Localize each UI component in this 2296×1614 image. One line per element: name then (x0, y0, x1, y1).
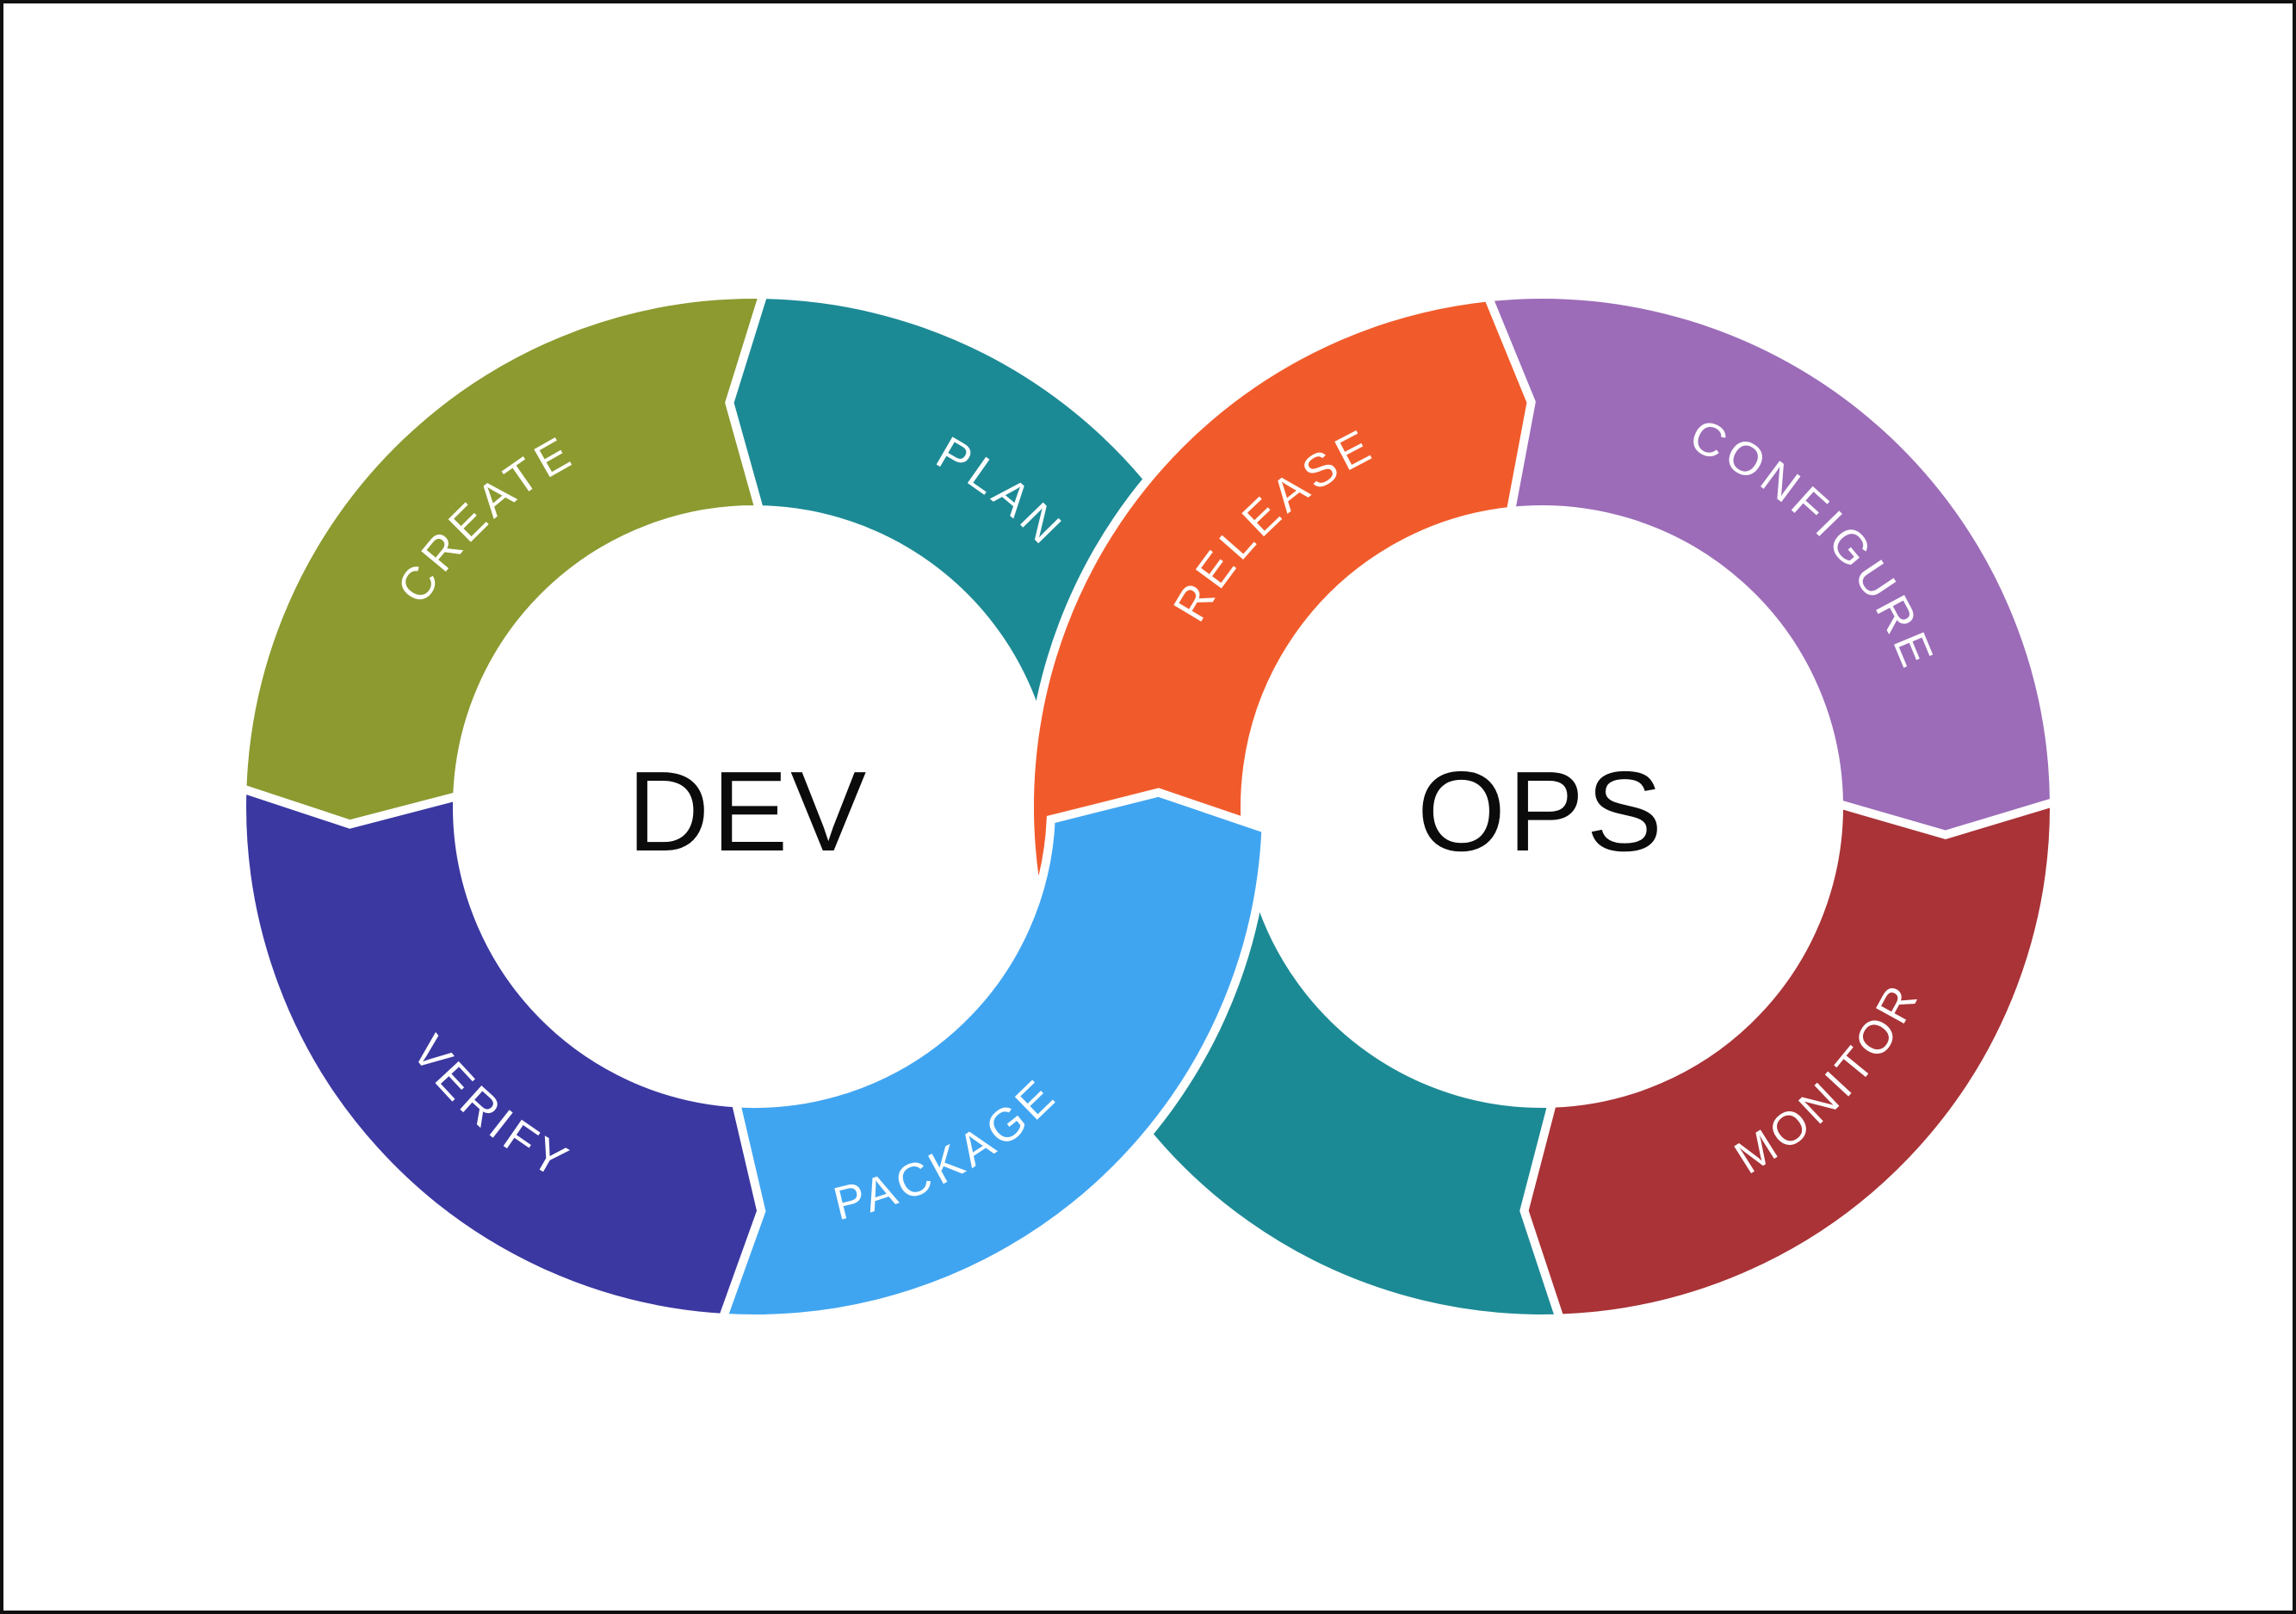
segment-package (716, 788, 1271, 1323)
ring-segments (238, 290, 2059, 1323)
ops-hub-label: OPS (1417, 748, 1665, 875)
segment-monitor (1519, 796, 2059, 1323)
segment-create (238, 290, 770, 829)
segment-release (1024, 292, 1536, 954)
segment-verify (238, 782, 766, 1323)
segment-configure (1482, 290, 2059, 840)
dev-hub-label: DEV (628, 748, 869, 875)
